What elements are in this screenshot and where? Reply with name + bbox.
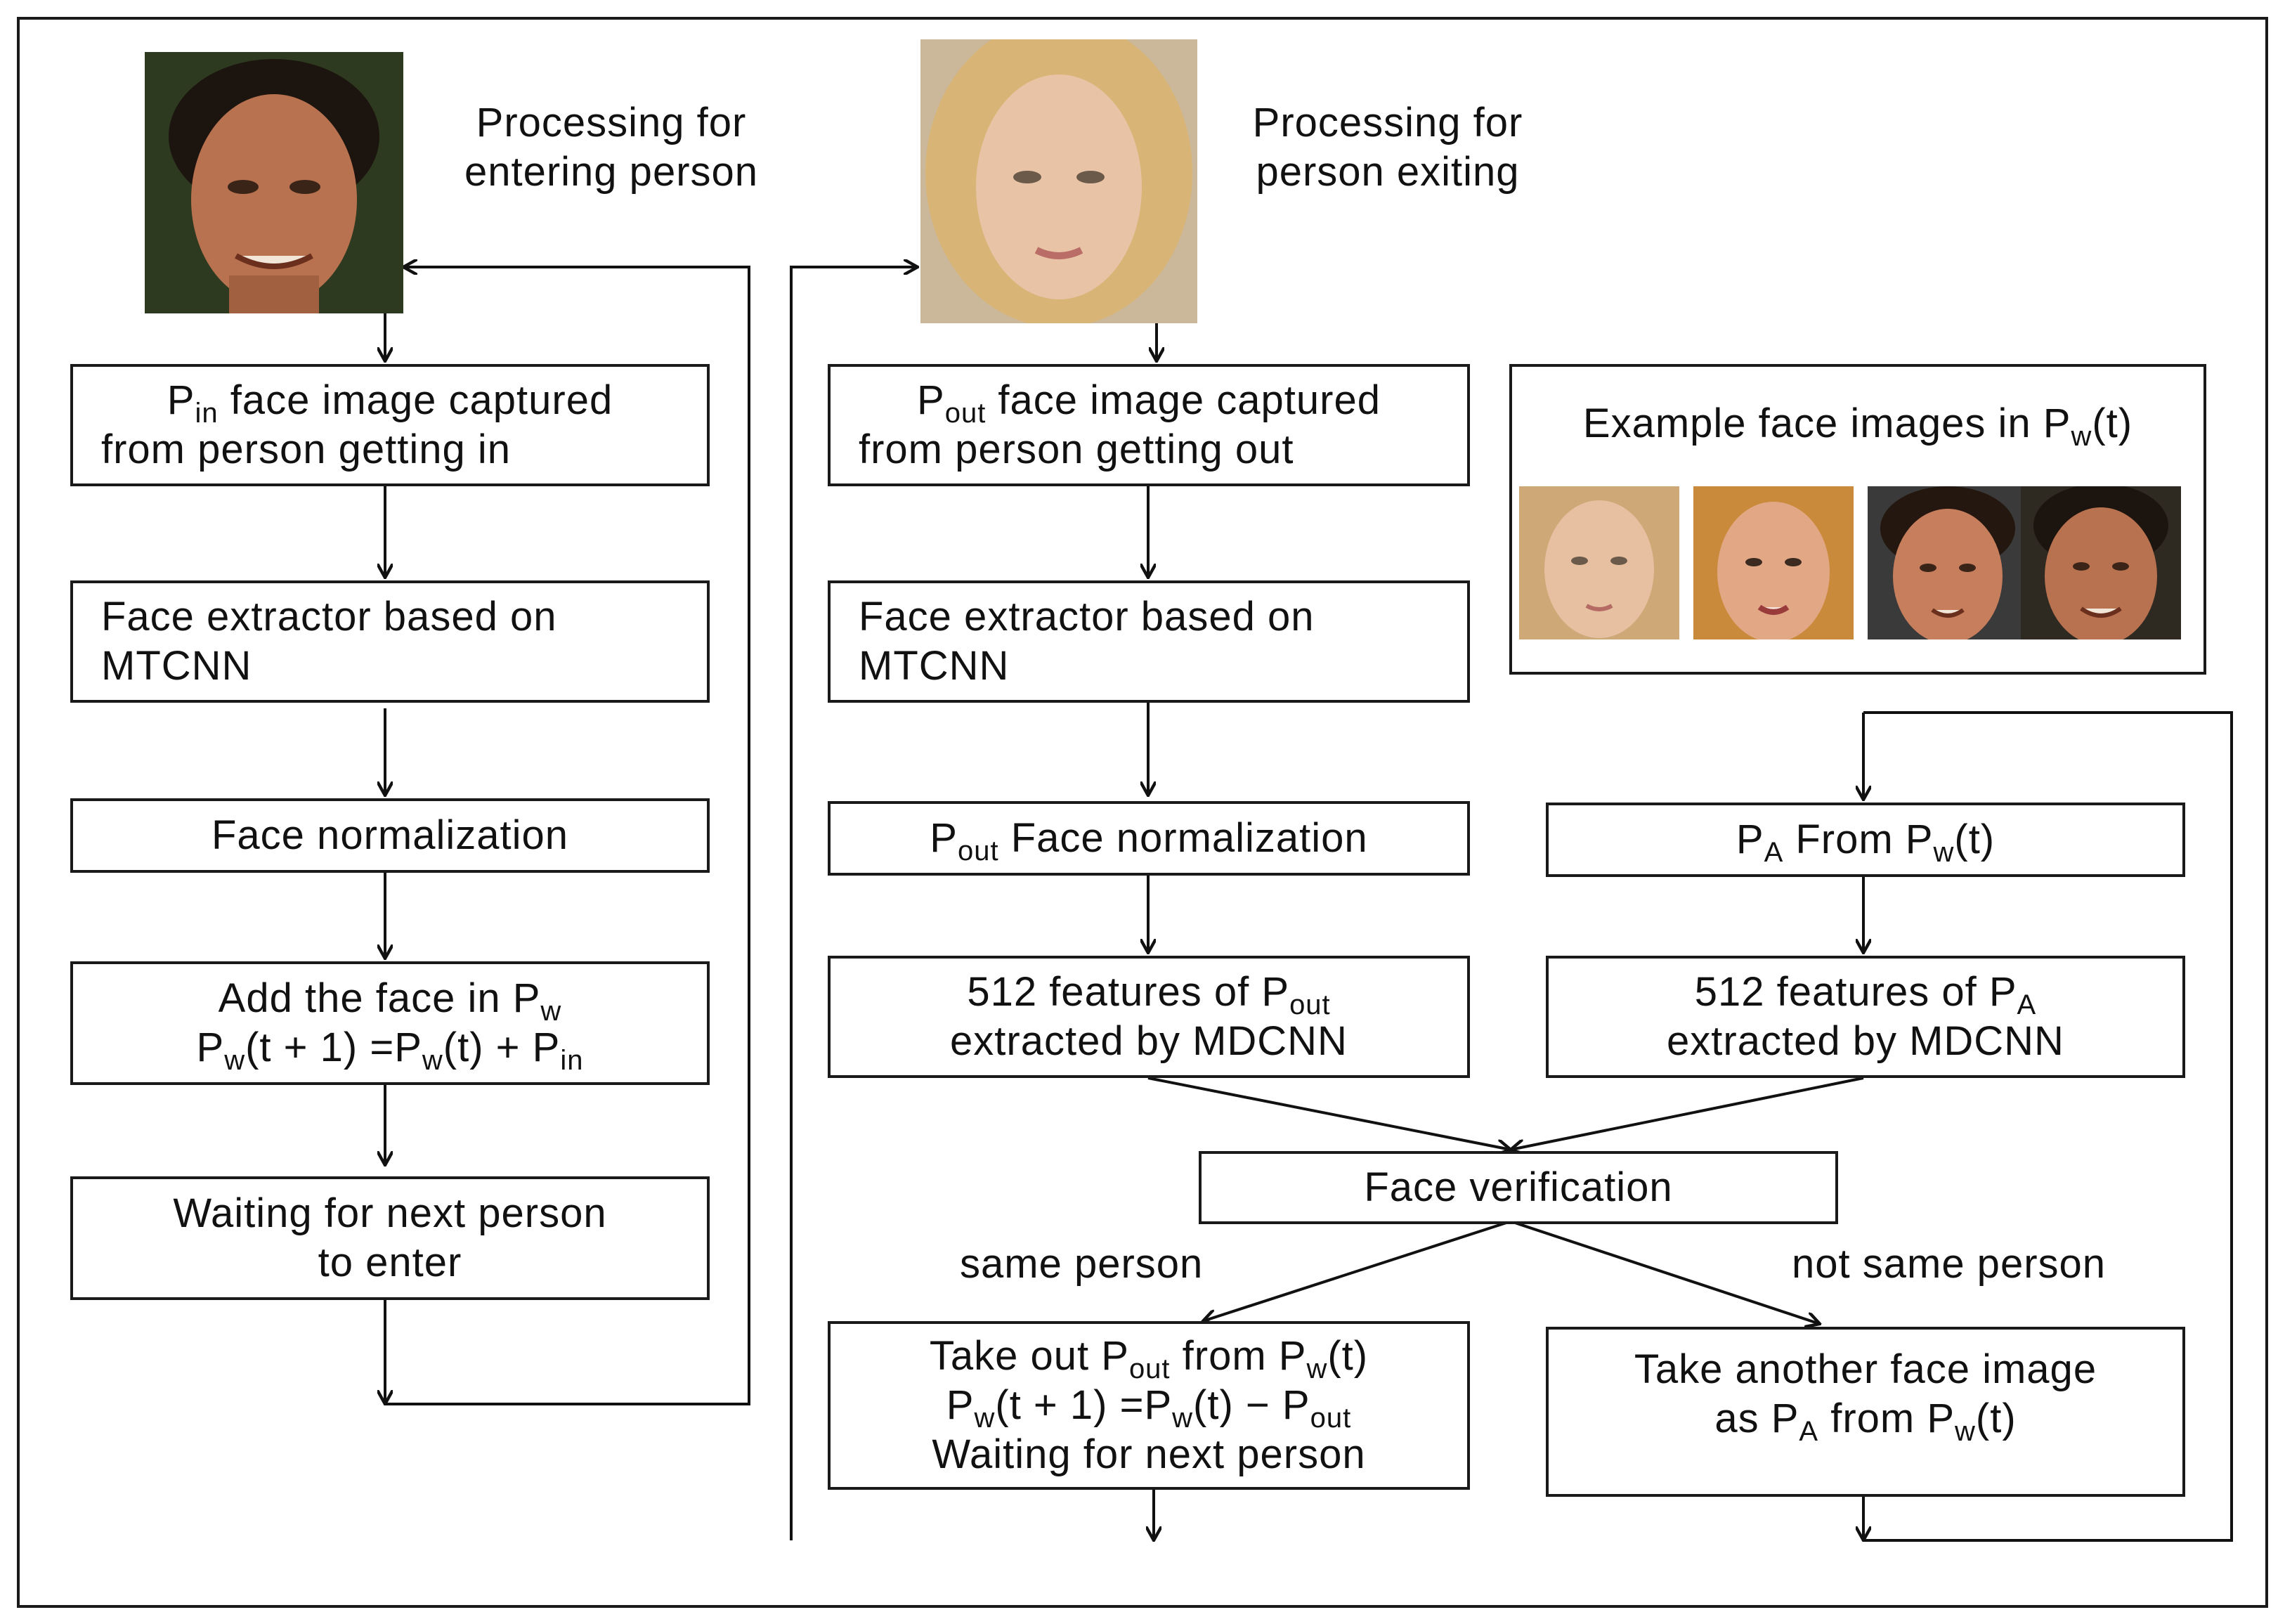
mid-box-take-out: Take out Pout from Pw(t) Pw(t + 1) =Pw(t… — [828, 1321, 1470, 1490]
outer-border — [17, 17, 2268, 1608]
arrow-verify-notsame — [1510, 1220, 1820, 1324]
loop-middle — [790, 267, 918, 1540]
left-box-add-face: Add the face in Pw Pw(t + 1) =Pw(t) + Pi… — [70, 961, 710, 1085]
mid-box-capture: Pout face image captured from person get… — [828, 364, 1470, 486]
mid-box-features: 512 features of Pout extracted by MDCNN — [828, 956, 1470, 1078]
mid-box-extractor: Face extractor based on MTCNN — [828, 580, 1470, 703]
left-box-waiting: Waiting for next person to enter — [70, 1176, 710, 1300]
arrow-verify-same — [1203, 1220, 1511, 1321]
header-exiting: Processing for person exiting — [1252, 100, 1523, 195]
loop-left — [385, 267, 750, 1405]
left-box-extractor: Face extractor based on MTCNN — [70, 580, 710, 703]
face-verification-box: Face verification — [1199, 1151, 1838, 1224]
loop-right — [1863, 711, 2233, 1542]
right-box-another-face: Take another face image as PA from Pw(t) — [1546, 1327, 2185, 1497]
right-box-features: 512 features of PA extracted by MDCNN — [1546, 956, 2185, 1078]
label-same-person: same person — [960, 1241, 1204, 1287]
header-entering: Processing for entering person — [464, 100, 759, 195]
example-face-3 — [1868, 486, 2028, 639]
arrow-right-to-verify — [1511, 1077, 1864, 1150]
entering-person-photo — [145, 52, 403, 313]
arrow-mid-to-verify — [1147, 1077, 1511, 1150]
left-box-normalization: Face normalization — [70, 798, 710, 873]
example-face-4 — [2021, 486, 2181, 639]
mid-box-normalization: Pout Face normalization — [828, 801, 1470, 876]
example-face-1 — [1519, 486, 1679, 639]
example-face-2 — [1693, 486, 1854, 639]
right-box-pa: PA From Pw(t) — [1546, 803, 2185, 877]
exiting-person-photo — [920, 39, 1197, 323]
left-box-capture: Pin face image captured from person gett… — [70, 364, 710, 486]
label-not-same-person: not same person — [1792, 1241, 2107, 1287]
